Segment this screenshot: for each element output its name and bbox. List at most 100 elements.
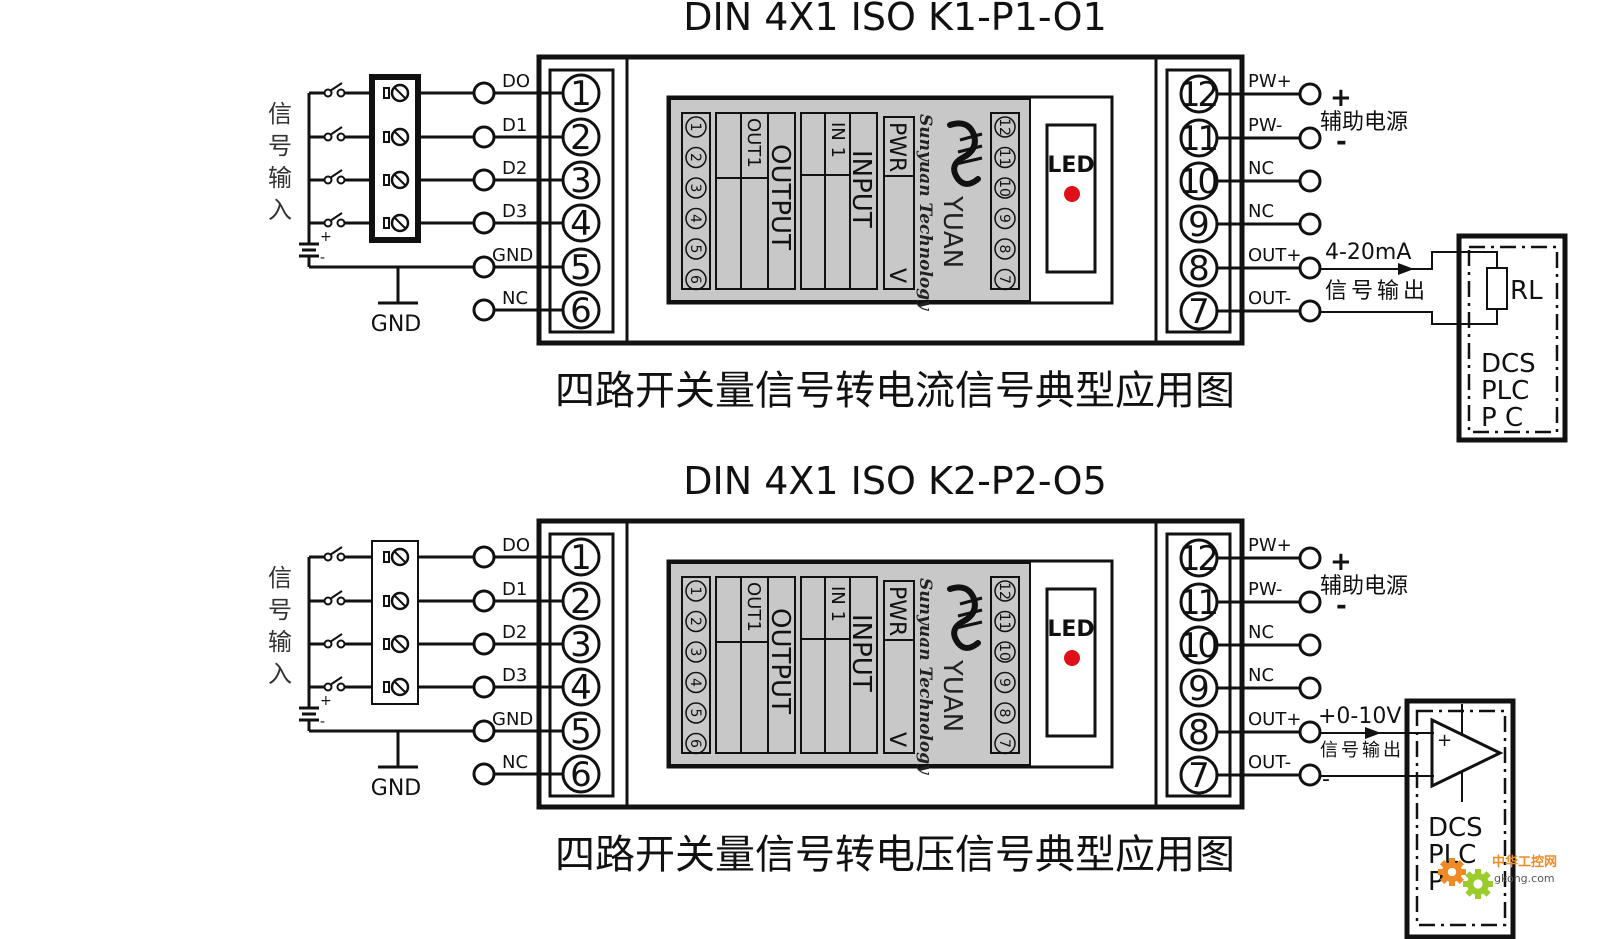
receiver-box [1456,233,1568,443]
panel-term-circle [994,268,1016,291]
left-terminal-6: 6NC [472,752,601,795]
panel-term-8: 8 [994,702,1016,724]
terminal-number: 6 [570,755,592,795]
terminal-number: 7 [1188,756,1210,796]
panel-term-5: 5 [685,702,707,724]
connection-node [1298,763,1322,787]
gear-hole [1447,867,1457,877]
terminal-number: 8 [1188,249,1210,289]
connection-node [472,125,496,149]
logo-stroke [955,132,983,166]
brand-name: YUAN [937,195,967,268]
panel-term-circle [994,146,1016,169]
screw-slot-icon [383,681,390,693]
connection-node [1298,676,1322,700]
amplifier-triangle [1430,717,1504,789]
terminal-number: 1 [570,74,592,114]
power-plus-label: + [1330,83,1352,113]
left-terminal-4: 4D3 [472,201,601,244]
led-label: LED [1047,617,1094,642]
panel-term-number: 10 [996,179,1012,197]
panel-term-number: 9 [996,214,1012,223]
watermark-url: gkong.com [1494,872,1555,885]
switch-contact [336,132,346,142]
panel-term-number: 11 [996,613,1012,631]
panel-term-4: 4 [685,671,707,694]
pin-label: NC [1248,201,1274,222]
battery-icon: +- [299,229,332,267]
panel-term-12: 12 [994,116,1016,138]
screw-slash [394,681,406,693]
receiver-box [1404,698,1516,939]
input-label-group: INPUT [846,150,876,228]
switch-contact [323,682,333,692]
terminal-number: 12 [1179,539,1219,579]
terminal-number: 12 [1179,75,1219,115]
panel-term-circle [994,702,1016,724]
in1-label: IN 1 [827,122,848,158]
out-minus-wire [1320,309,1498,325]
panel-term-number: 8 [996,245,1012,254]
left-terminal-strip [548,532,615,798]
signal-output-label: 信号输出 [1320,740,1404,761]
right-terminal-strip [1165,68,1232,334]
left-terminal-1: 1DO [472,535,601,578]
pwr-unit: V [884,268,909,283]
out-plus-wire [1320,251,1498,270]
led-window [1045,587,1097,738]
switch-contact [336,639,346,649]
pwr-label: PWR [884,122,909,172]
load-resistor-icon [1486,267,1508,310]
input-label-char: 号 [268,132,292,160]
input-terminal-block [369,74,421,243]
screw-slash [394,595,406,607]
terminal-number: 11 [1179,583,1219,623]
input-label-char: 信 [268,100,292,128]
input-switch-4 [309,676,474,697]
output-label-group: OUTPUT [765,608,795,714]
pin-label: NC [1248,158,1274,179]
pwr-unit: V [884,732,909,747]
panel-term-circle [994,641,1016,663]
switch-contact [323,132,333,142]
panel-term-6: 6 [685,268,707,291]
panel-term-7: 7 [994,268,1016,291]
panel-term-circle [685,641,707,663]
panel-term-circle [685,702,707,724]
input-switch-3 [309,633,474,654]
connection-node [1298,256,1322,280]
panel-term-circle [994,177,1016,199]
pin-label: NC [502,288,528,309]
connection-node [472,81,496,105]
connection-node [472,675,496,699]
screw-slot-icon [383,217,390,229]
input-label-char: 信 [268,564,292,592]
input-label-char: 入 [268,660,292,688]
receiver-label: DCS [1481,349,1536,379]
screw-slash [394,131,406,143]
terminal-number: 11 [1179,119,1219,159]
panel-term-circle [685,610,707,633]
panel-frame [666,95,1114,305]
screw-slot-icon [383,638,390,650]
panel-term-number: 7 [996,275,1012,284]
pin-label: D1 [502,115,527,136]
brand-sub: Sunyuan Technology [915,114,935,311]
panel-term-circle [685,732,707,755]
connection-node [1298,169,1322,193]
brand-sub-group: Sunyuan Technology [915,578,935,775]
panel-term-3: 3 [685,177,707,199]
input-switch-2 [309,590,474,611]
connection-node [472,255,496,279]
pin-label: NC [1248,622,1274,643]
panel-term-number: 4 [687,214,703,223]
out1-label: OUT1 [743,582,764,632]
switch-contact [323,639,333,649]
